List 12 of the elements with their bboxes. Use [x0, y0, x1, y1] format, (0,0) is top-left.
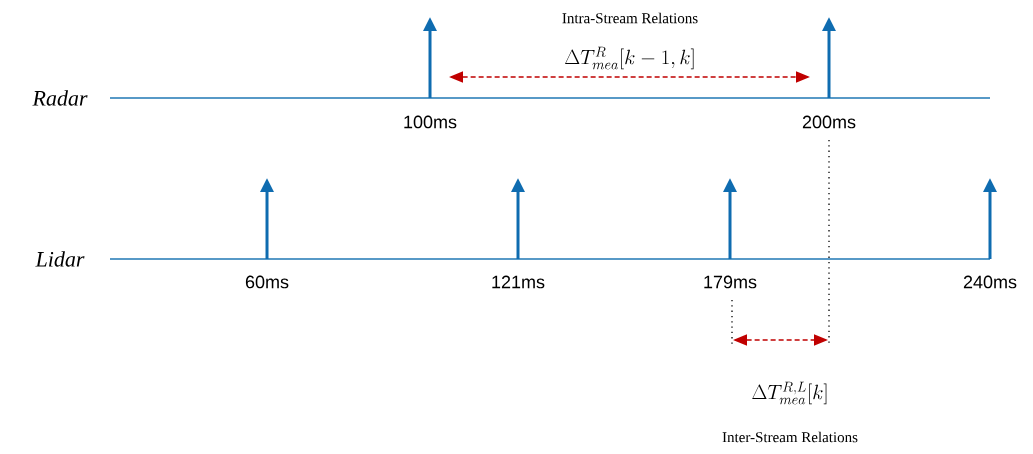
time-label: 60ms — [245, 275, 289, 289]
time-label: 200ms — [802, 115, 856, 129]
caption-text: Inter-Stream Relations — [722, 431, 858, 443]
time-label: 179ms — [704, 275, 757, 289]
caption-text: Intra-Stream Relations — [562, 12, 698, 24]
formula: $\Delta T^{R}_{mea}[k-1,k]$ — [565, 46, 694, 70]
time-label: 240ms — [963, 275, 1017, 289]
time-label: 100ms — [404, 115, 457, 129]
stream-label: Radar — [32, 90, 88, 106]
stream-label: Lidar — [35, 251, 85, 267]
time-label: 121ms — [492, 275, 545, 289]
formula: $\Delta T^{R,L}_{mea}[k]$ — [752, 381, 827, 405]
